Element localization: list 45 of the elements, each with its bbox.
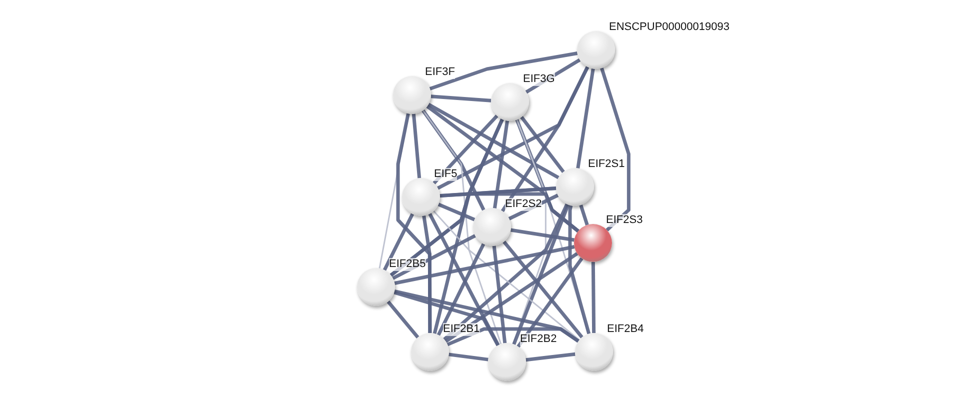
network-edge xyxy=(440,192,580,232)
network-edge xyxy=(576,68,595,168)
network-edge xyxy=(444,252,578,343)
network-edge xyxy=(382,213,414,271)
network-edge xyxy=(438,202,476,222)
network-edge xyxy=(394,290,500,346)
network-edge xyxy=(591,262,596,334)
node-label: EIF2B5 xyxy=(389,258,426,271)
network-edge xyxy=(430,94,492,102)
network-edge xyxy=(443,203,569,341)
node-label: EIF2B1 xyxy=(443,323,480,336)
network-edge xyxy=(428,213,500,346)
node-label: EIF2S3 xyxy=(606,214,643,227)
network-edge xyxy=(600,68,630,232)
network-edge xyxy=(516,257,584,348)
network-edge xyxy=(394,245,575,285)
network-edge xyxy=(390,186,556,277)
network-edge xyxy=(448,352,488,362)
network-edge xyxy=(422,109,486,211)
network-edge xyxy=(446,327,580,346)
network-edge xyxy=(428,102,560,180)
network-edge xyxy=(422,110,502,344)
network-edge xyxy=(437,66,590,190)
network-edge xyxy=(386,300,420,338)
network-edge xyxy=(429,52,578,90)
network-edge xyxy=(422,216,432,333)
network-edge xyxy=(520,116,565,173)
network-edge xyxy=(579,204,589,226)
network-edge xyxy=(512,204,570,345)
network-edge xyxy=(510,228,574,242)
network-edge xyxy=(412,114,422,178)
node-label: EIF2S2 xyxy=(505,198,542,211)
network-edge xyxy=(433,210,580,341)
network-edge xyxy=(492,120,510,208)
node-label: EIF2B2 xyxy=(520,333,557,346)
network-edge xyxy=(568,205,591,334)
network-edge xyxy=(502,240,584,338)
node-label: EIF3G xyxy=(523,73,555,86)
network-edge xyxy=(526,352,576,362)
network-edge xyxy=(436,243,486,336)
node-label: EIF3F xyxy=(425,66,455,79)
network-edge xyxy=(432,114,498,184)
node-label: EIF5 xyxy=(434,168,458,181)
network-edge xyxy=(492,246,507,344)
network-edge xyxy=(432,118,504,334)
